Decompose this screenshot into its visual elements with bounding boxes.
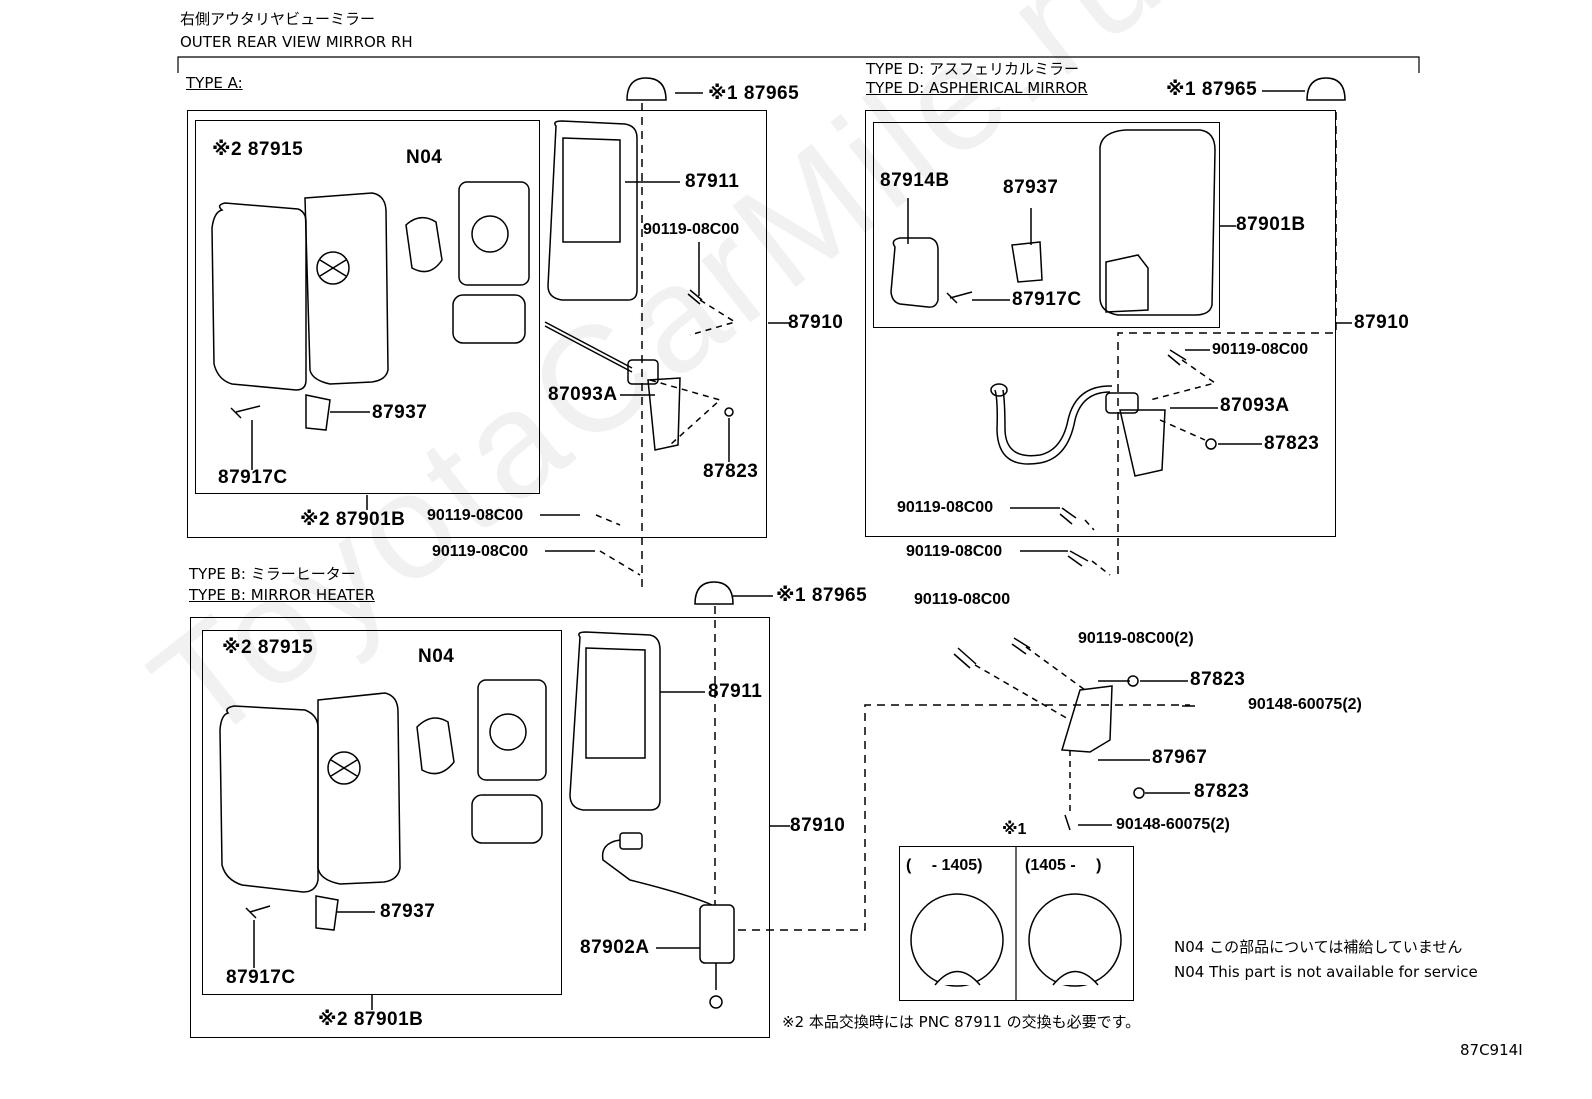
part-label: 90119-08C00 [432,543,529,560]
part-label: 87093A [1220,395,1290,416]
cap-detail-right-range: (1405 - ) [1025,857,1102,874]
part-label: 87917C [1012,289,1082,310]
type-b-label-jp: TYPE B: ミラーヒーター [189,565,356,583]
part-label: ※2 87901B [300,509,406,530]
cap-detail-left-range: ( - 1405) [906,857,983,874]
part-label: 87967 [1152,747,1208,768]
part-label: 90119-08C00 [427,507,524,524]
type-a-label: TYPE A: [186,74,243,92]
type-d-label-jp: TYPE D: アスフェリカルミラー [866,60,1079,78]
part-label: 87937 [380,901,436,922]
part-label: 87937 [1003,177,1059,198]
part-label: N04 [418,646,455,667]
n04-note-japanese: N04 この部品については補給していません [1174,938,1463,956]
n04-note-english: N04 This part is not available for servi… [1174,963,1478,981]
type-b-inner-box [202,630,562,995]
type-d-label-en: TYPE D: ASPHERICAL MIRROR [866,79,1088,97]
cap-87965-a [626,77,667,101]
part-label: ※1 87965 [776,585,868,606]
part-label: 90119-08C00(2) [1078,630,1194,647]
part-label: 90119-08C00 [1212,341,1309,358]
part-label: 87911 [685,171,740,192]
part-label: 90119-08C00 [897,499,994,516]
part-label: N04 [406,147,443,168]
part-label: 87937 [372,402,428,423]
part-label: 87823 [1264,433,1320,454]
mirror-glass-a [211,202,307,391]
title-japanese: 右側アウタリヤビューミラー [180,10,376,28]
part-label: ※2 87915 [212,139,304,160]
part-label: ※2 87901B [318,1009,424,1030]
part-label: 87093A [548,384,618,405]
part-label: ※1 87965 [1166,79,1258,100]
type-a-outer-box [187,110,767,538]
part-label: 87911 [708,681,763,702]
part-label: 87823 [1190,669,1246,690]
type-b-outer-box [190,617,770,1038]
part-label: 87901B [1236,214,1306,235]
part-label: 87910 [790,815,846,836]
part-label: 87910 [788,312,844,333]
diagram-id: 87C914I [1460,1041,1523,1059]
part-label: 87914B [880,170,950,191]
part-label: 90148-60075(2) [1248,696,1362,713]
part-label: 87823 [703,461,759,482]
title-english: OUTER REAR VIEW MIRROR RH [180,33,413,51]
cap-detail-title: ※1 [1002,821,1027,838]
type-b-label-en: TYPE B: MIRROR HEATER [189,586,375,604]
part-label: 87902A [580,937,650,958]
part-label: 87823 [1194,781,1250,802]
part-label: 90119-08C00 [906,543,1003,560]
part-label: 87910 [1354,312,1410,333]
type-a-inner-box [195,120,540,494]
type-d-inner-box [873,122,1220,328]
star2-note: ※2 本品交換時には PNC 87911 の交換も必要です。 [782,1013,1141,1031]
part-label: ※1 87965 [708,83,800,104]
part-label: 90119-08C00 [643,221,740,238]
part-label: ※2 87915 [222,637,314,658]
part-label: 87917C [226,967,296,988]
part-label: 90119-08C00 [914,591,1011,608]
part-label: 90148-60075(2) [1116,816,1230,833]
part-label: 87917C [218,467,288,488]
